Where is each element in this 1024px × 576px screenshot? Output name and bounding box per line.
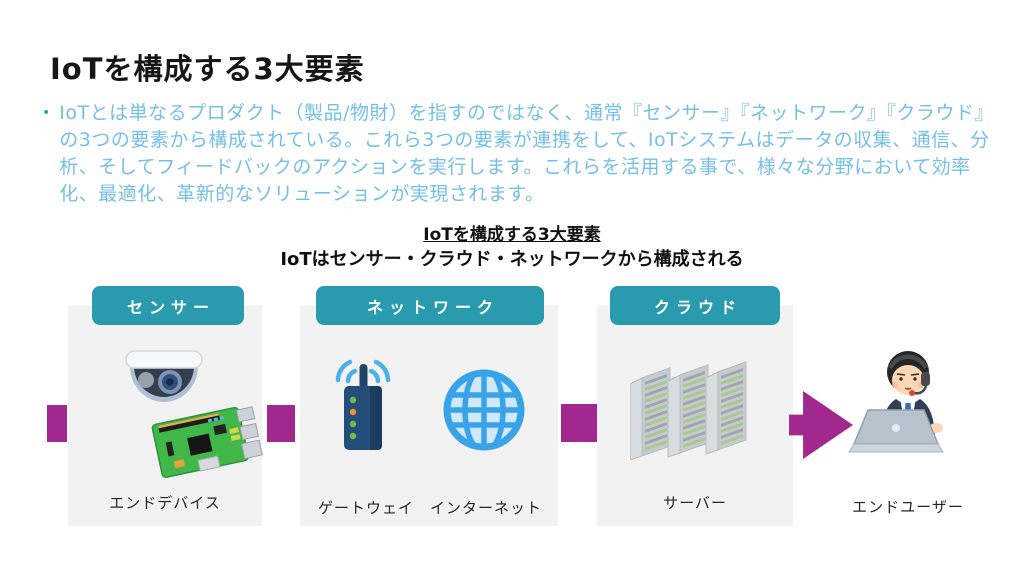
flow-connector (561, 404, 597, 442)
raspberry-pi-icon (146, 390, 268, 484)
intro-paragraph: IoTとは単なるプロダクト（製品/物財）を指すのではなく、通常『センサー』『ネッ… (59, 102, 995, 205)
server-stack-icon (630, 356, 766, 460)
network-header: ネットワーク (316, 286, 544, 325)
gateway-label: ゲートウェイ (317, 499, 414, 517)
right-arrow-icon (789, 390, 853, 460)
diagram-subheading: IoTはセンサー・クラウド・ネットワークから構成される (280, 249, 744, 270)
diagram-heading: IoTを構成する3大要素 (423, 225, 601, 245)
end-user-operator-icon (848, 342, 968, 474)
server-label: サーバー (663, 494, 727, 512)
end-device-label: エンドデバイス (109, 494, 221, 512)
bullet-marker: • (42, 105, 51, 121)
flow-connector (47, 405, 67, 442)
sensor-header: センサー (92, 286, 244, 325)
cloud-header: クラウド (610, 286, 780, 325)
internet-globe-icon (440, 366, 528, 454)
page-title: IoTを構成する3大要素 (50, 52, 365, 86)
security-camera-icon (118, 346, 210, 412)
intro-bullet: • IoTとは単なるプロダクト（製品/物財）を指すのではなく、通常『センサー』『… (42, 100, 994, 208)
end-user-label: エンドユーザー (852, 498, 964, 516)
flow-connector (267, 405, 295, 442)
internet-label: インターネット (429, 499, 542, 517)
wifi-router-icon (322, 350, 406, 458)
